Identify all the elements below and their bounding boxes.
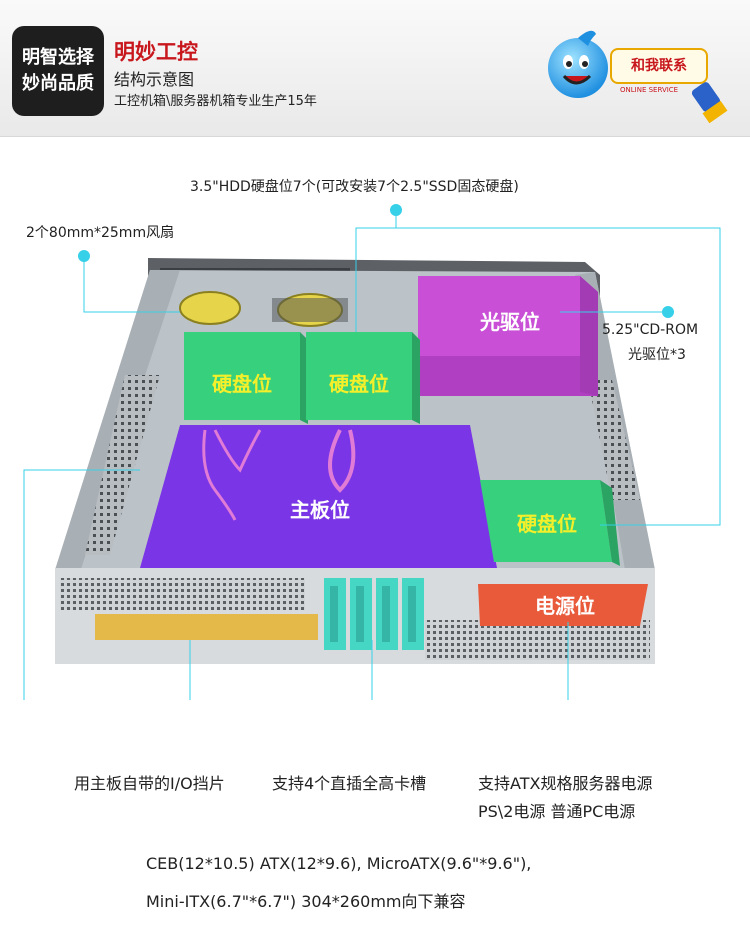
psu-callout-line2: PS\2电源 普通PC电源 <box>478 802 636 821</box>
fans-callout: 2个80mm*25mm风扇 <box>26 225 175 241</box>
hdd-bay-2 <box>306 332 412 420</box>
chassis-diagram <box>23 204 721 700</box>
motherboard-area <box>140 425 497 568</box>
psu-bay <box>478 584 648 626</box>
hdd-bays-callout: 3.5"HDD硬盘位7个(可改安装7个2.5"SSD固态硬盘) <box>190 179 519 195</box>
cdrom-callout-line1: 5.25"CD-ROM <box>602 322 699 338</box>
cdrom-callout-line2: 光驱位*3 <box>628 347 686 363</box>
badge-line1: 明智选择 <box>22 47 94 68</box>
hdd-bay-3-label: 硬盘位 <box>517 512 577 536</box>
motherboard-label: 主板位 <box>290 498 350 522</box>
mascot-icon <box>548 30 728 124</box>
callout-dots <box>78 204 674 318</box>
hdd-bay-2-label: 硬盘位 <box>329 372 389 396</box>
psu-callout-line1: 支持ATX规格服务器电源 <box>478 774 653 793</box>
badge-line2: 妙尚品质 <box>22 73 94 94</box>
hdd-bay-1-label: 硬盘位 <box>212 372 272 396</box>
callout-lines <box>23 210 721 700</box>
tagline: 工控机箱\服务器机箱专业生产15年 <box>114 94 317 109</box>
brand-name: 明妙工控 <box>114 39 198 64</box>
left-vent <box>85 375 160 555</box>
motherboard-callout-line2: Mini-ITX(6.7"*6.7") 304*260mm向下兼容 <box>146 892 466 911</box>
io-shield-callout: 用主板自带的I/O挡片 <box>74 774 225 793</box>
io-shield-opening <box>95 614 318 640</box>
online-service-label: ONLINE SERVICE <box>620 86 679 94</box>
contact-us-button[interactable]: 和我联系 <box>610 48 708 84</box>
slots-callout: 支持4个直插全高卡槽 <box>272 774 427 793</box>
optical-bay-label: 光驱位 <box>480 310 540 334</box>
hdd-bay-3 <box>480 480 612 562</box>
fan-icon <box>179 291 241 325</box>
contact-widget[interactable]: 和我联系 ONLINE SERVICE <box>548 24 738 124</box>
page-header: 明智选择 妙尚品质 明妙工控 结构示意图 工控机箱\服务器机箱专业生产15年 和… <box>0 0 750 137</box>
motherboard-callout-line1: CEB(12*10.5) ATX(12*9.6), MicroATX(9.6"*… <box>146 854 532 873</box>
right-vent <box>588 380 640 500</box>
expansion-slots <box>324 578 424 650</box>
psu-label: 电源位 <box>535 594 595 618</box>
slogan-badge: 明智选择 妙尚品质 <box>12 26 104 116</box>
hdd-bay-1 <box>184 332 300 420</box>
diagram-subtitle: 结构示意图 <box>114 70 195 89</box>
